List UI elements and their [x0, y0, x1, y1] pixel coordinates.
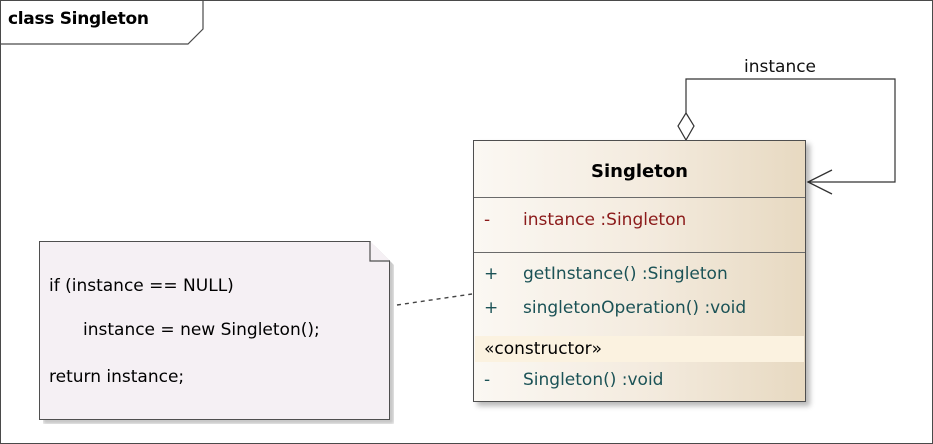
operation-row-getinstance[interactable]: + getInstance() :Singleton: [474, 261, 805, 287]
singleton-class-box[interactable]: Singleton - instance :Singleton + getIns…: [473, 140, 806, 402]
operation-row-singletonoperation[interactable]: + singletonOperation() :void: [474, 295, 805, 321]
note-line: instance = new Singleton();: [83, 320, 320, 340]
note-line: return instance;: [49, 367, 185, 387]
visibility-private: -: [484, 210, 491, 230]
association-label: instance: [744, 57, 817, 77]
constructor-row-singleton[interactable]: - Singleton() :void: [474, 367, 805, 393]
constructor-stereotype: «constructor»: [484, 339, 603, 359]
operation-text: singletonOperation() :void: [523, 298, 747, 318]
note-line: if (instance == NULL): [49, 276, 234, 296]
visibility-public: +: [484, 298, 499, 318]
frame-title: class Singleton: [8, 9, 149, 29]
attribute-text: instance :Singleton: [523, 210, 687, 230]
attributes-divider: [474, 252, 805, 253]
frame-tab-outline: [1, 1, 204, 45]
self-association-line: [685, 78, 896, 183]
operation-text: getInstance() :Singleton: [523, 264, 728, 284]
stereotype-band: [475, 336, 804, 362]
note-fold: [369, 241, 390, 262]
visibility-private: -: [484, 370, 491, 390]
attribute-row-instance[interactable]: - instance :Singleton: [474, 207, 805, 233]
constructor-text: Singleton() :void: [523, 370, 664, 390]
visibility-public: +: [484, 264, 499, 284]
association-arrowhead: [806, 169, 833, 195]
class-name: Singleton: [591, 161, 688, 182]
name-divider: [474, 197, 805, 198]
code-note[interactable]: [39, 241, 390, 420]
